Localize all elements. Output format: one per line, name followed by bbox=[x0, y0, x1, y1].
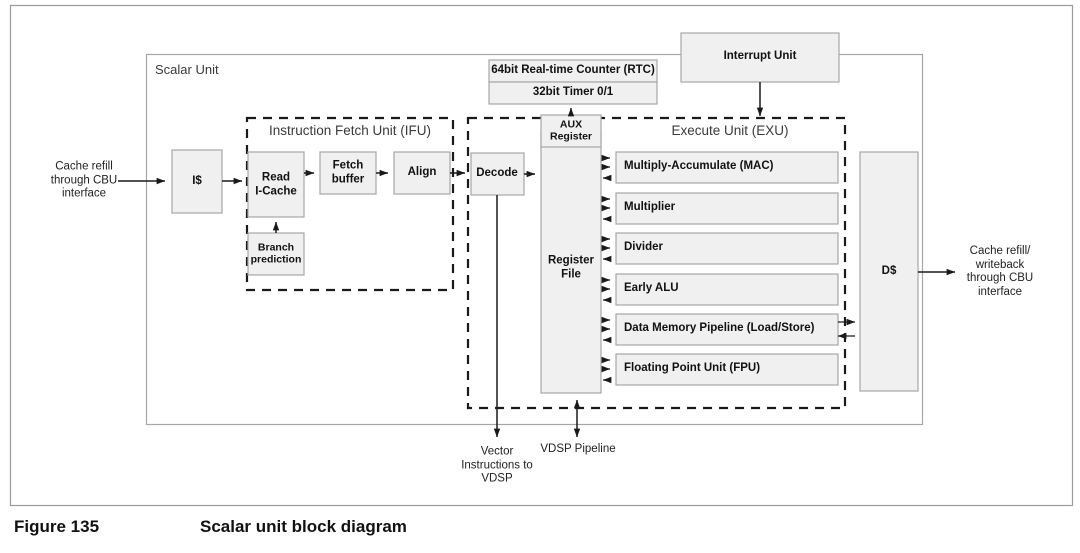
exu-block-1[interactable] bbox=[615, 192, 839, 225]
exu-block-4[interactable] bbox=[615, 313, 839, 346]
rtc-label: 64bit Real-time Counter (RTC) bbox=[491, 64, 655, 77]
decode-label: Decode bbox=[476, 167, 518, 180]
branch-prediction-block[interactable] bbox=[247, 232, 305, 276]
page-frame bbox=[9, 4, 1074, 507]
timer-block[interactable] bbox=[488, 81, 658, 105]
dcache-block[interactable] bbox=[859, 151, 919, 392]
exu-block-2[interactable] bbox=[615, 232, 839, 265]
figure-caption: Figure 135 Scalar unit block diagram bbox=[14, 517, 407, 537]
exu-block-label-0: Multiply-Accumulate (MAC) bbox=[624, 160, 774, 173]
icache-block[interactable] bbox=[171, 149, 223, 214]
exu-block-5[interactable] bbox=[615, 353, 839, 386]
exu-block-label-3: Early ALU bbox=[624, 282, 679, 295]
exu-group-label: Execute Unit (EXU) bbox=[671, 123, 789, 139]
exu-block-label-5: Floating Point Unit (FPU) bbox=[624, 362, 761, 375]
read-icache-label: Read I-Cache bbox=[255, 171, 297, 197]
wires-regfile-exu bbox=[601, 154, 612, 384]
branch-prediction-label: Branch prediction bbox=[250, 241, 302, 266]
exu-block-3[interactable] bbox=[615, 273, 839, 306]
exu-block-label-2: Divider bbox=[624, 241, 663, 254]
figure-title: Scalar unit block diagram bbox=[200, 517, 407, 536]
read-icache-block[interactable] bbox=[247, 151, 305, 218]
interrupt-unit-label: Interrupt Unit bbox=[723, 50, 797, 63]
aux-register-block[interactable] bbox=[540, 114, 602, 148]
cache-refill-out-label: Cache refill/ writeback through CBU inte… bbox=[966, 244, 1034, 298]
figure-number: Figure 135 bbox=[14, 517, 100, 536]
cache-refill-in-label: Cache refill through CBU interface bbox=[50, 160, 118, 200]
scalar-unit-label: Scalar Unit bbox=[155, 62, 219, 77]
exu-group-boundary bbox=[466, 116, 847, 410]
vdsp-pipeline-label: VDSP Pipeline bbox=[540, 443, 616, 456]
timer-label: 32bit Timer 0/1 bbox=[532, 86, 614, 99]
align-label: Align bbox=[407, 166, 437, 179]
register-file-label: Register File bbox=[547, 254, 595, 280]
aux-register-label: AUX Register bbox=[549, 118, 593, 143]
register-file-block[interactable] bbox=[540, 130, 602, 394]
align-block[interactable] bbox=[393, 151, 451, 195]
dcache-label: D$ bbox=[881, 265, 897, 278]
interrupt-unit-block[interactable] bbox=[680, 32, 840, 83]
vector-instructions-label: Vector Instructions to VDSP bbox=[461, 445, 533, 485]
ifu-group-label: Instruction Fetch Unit (IFU) bbox=[268, 123, 432, 139]
ifu-group-boundary bbox=[245, 116, 455, 292]
exu-block-label-1: Multiplier bbox=[624, 201, 676, 214]
icache-label: I$ bbox=[192, 175, 202, 188]
scalar-unit-frame bbox=[145, 53, 924, 426]
fetch-buffer-label: Fetch buffer bbox=[331, 159, 365, 185]
exu-block-label-4: Data Memory Pipeline (Load/Store) bbox=[624, 322, 815, 335]
exu-block-0[interactable] bbox=[615, 151, 839, 184]
